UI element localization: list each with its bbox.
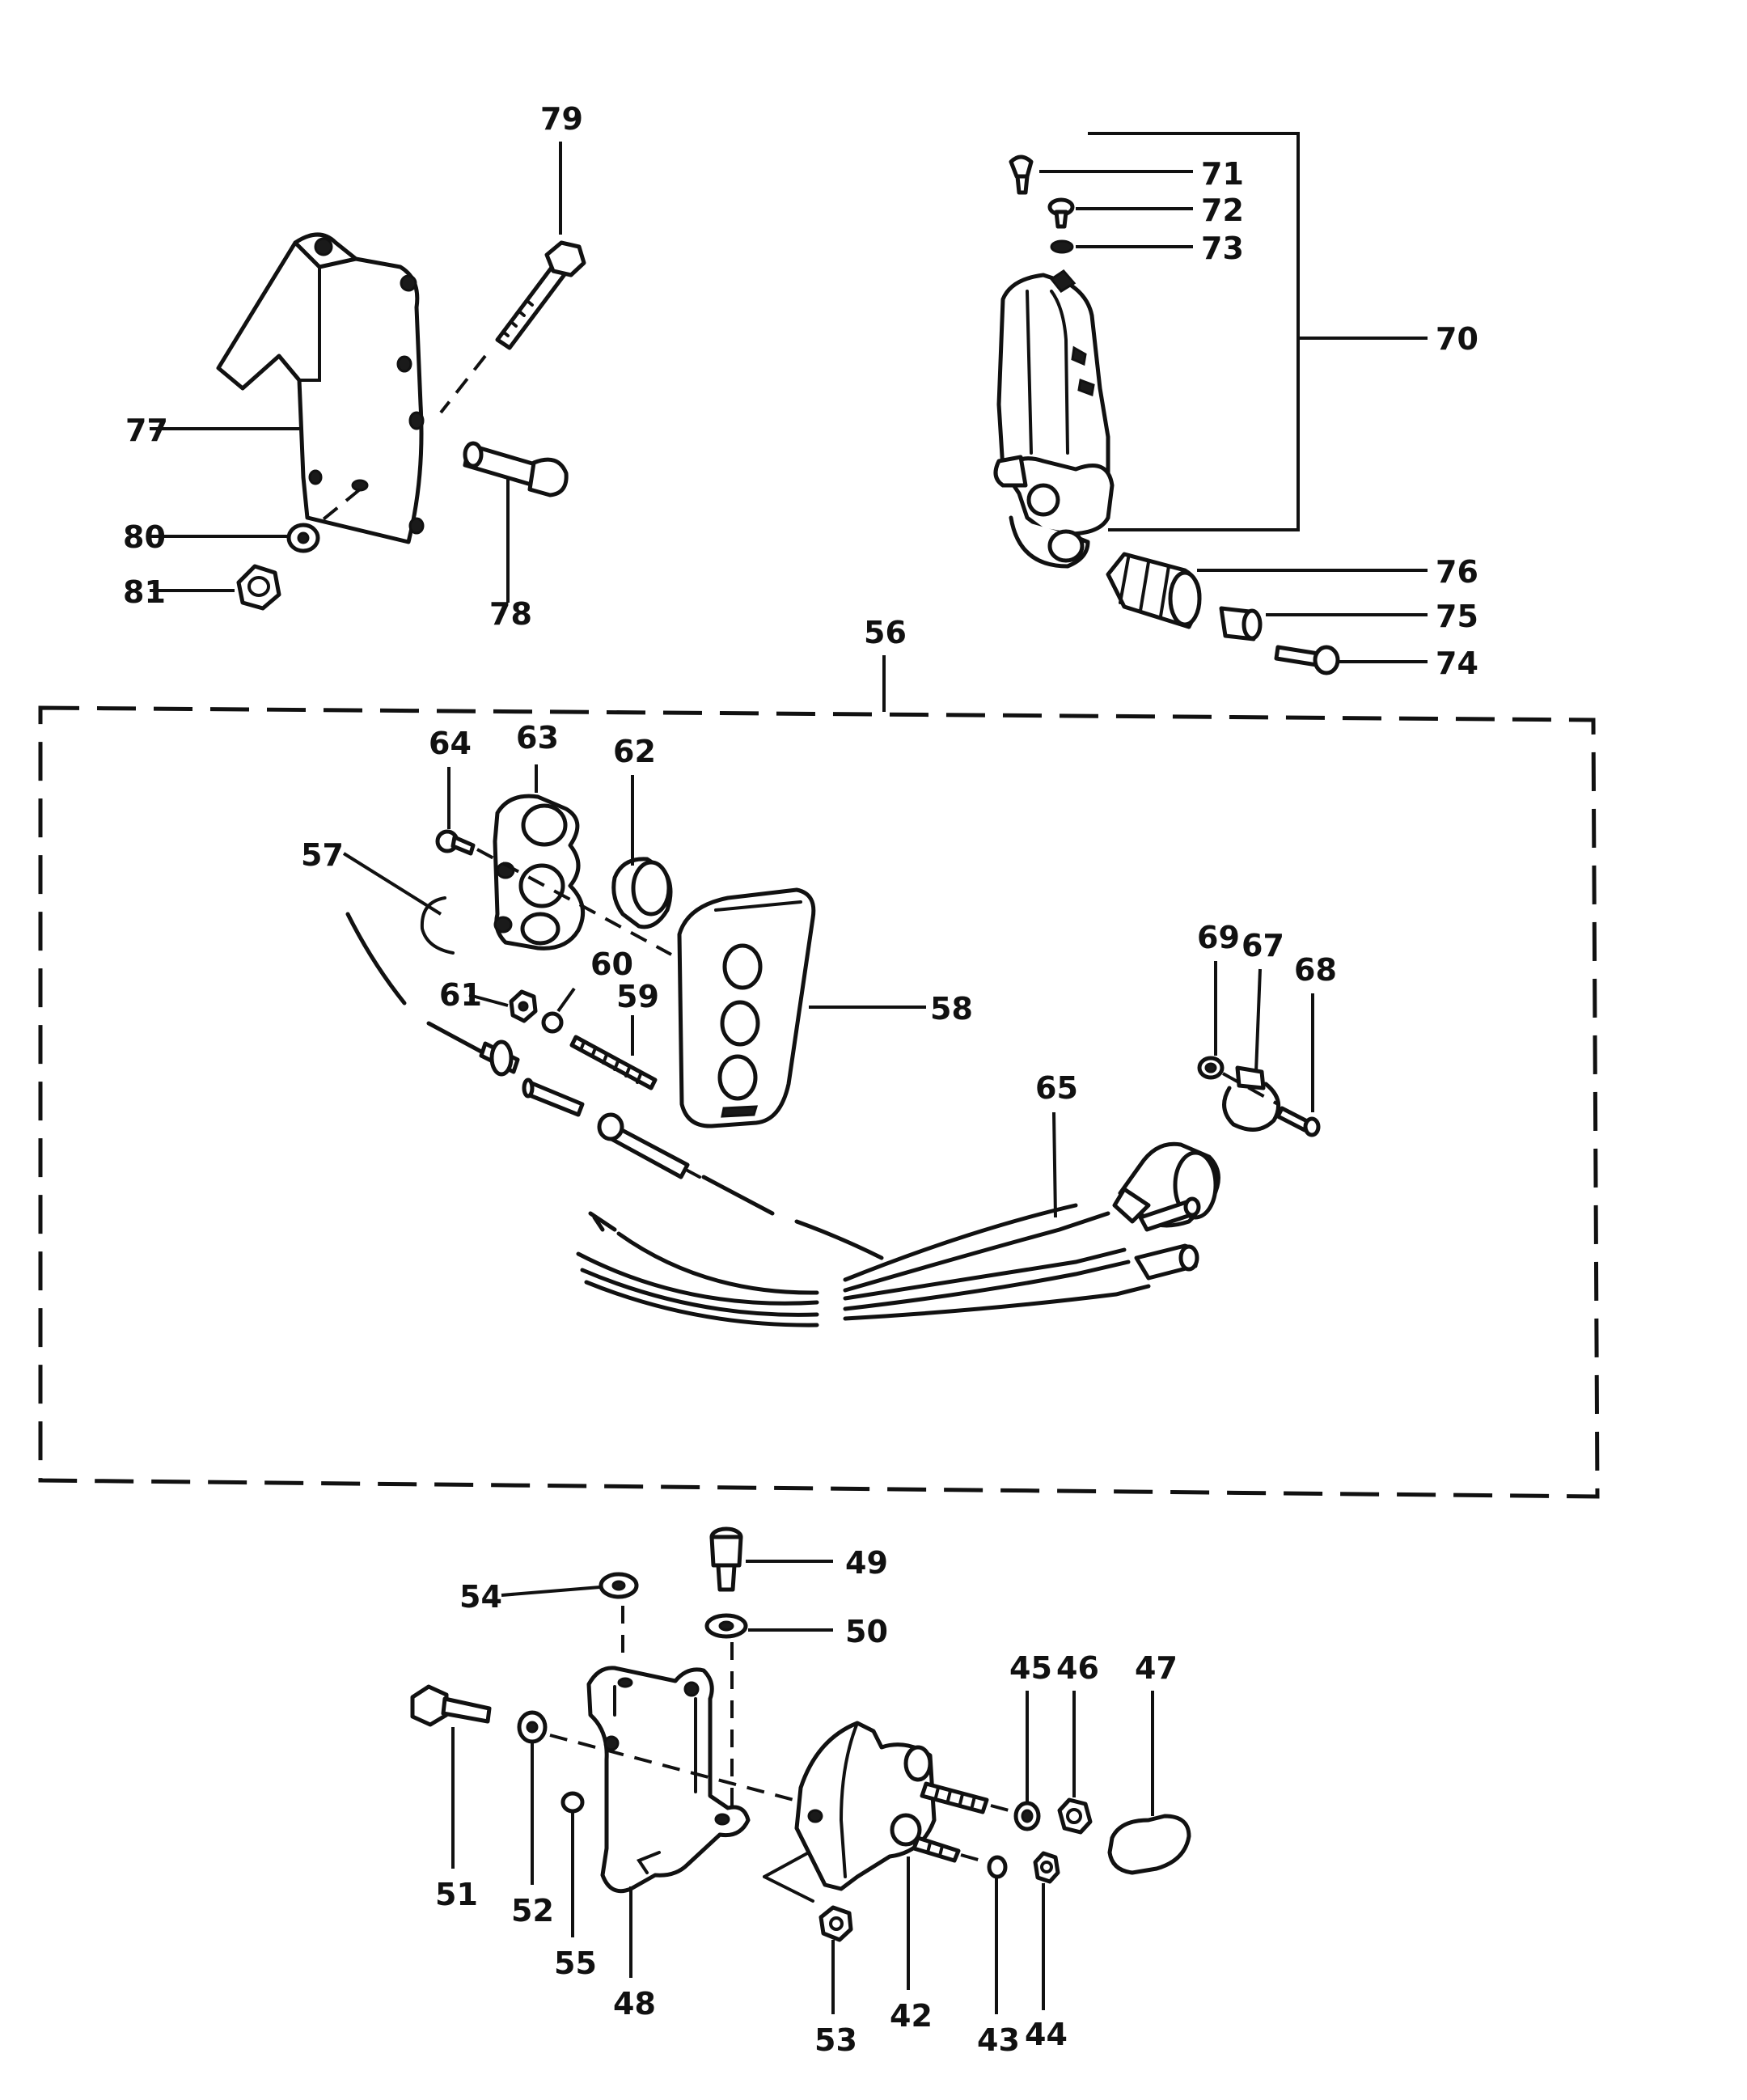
callout-59: 59 xyxy=(616,979,659,1014)
callout-79: 79 xyxy=(540,101,583,137)
nut-69 xyxy=(1197,1056,1225,1080)
callout-74: 74 xyxy=(1436,646,1478,681)
screw-49 xyxy=(709,1526,743,1592)
screw-71 xyxy=(1009,155,1034,195)
cable-left-lower xyxy=(426,1021,484,1054)
solenoid-bracket-48 xyxy=(586,1666,751,1894)
solenoid-mount-guide xyxy=(763,1851,814,1903)
wire-harness-65 xyxy=(576,1141,1220,1327)
grip-76 xyxy=(1106,552,1202,629)
terminal-path-lower xyxy=(960,1853,988,1864)
callout-80: 80 xyxy=(123,519,166,555)
callout-50: 50 xyxy=(845,1614,888,1649)
callout-81: 81 xyxy=(123,574,166,610)
washer-50 xyxy=(704,1613,748,1639)
screw-68-path xyxy=(1222,1072,1279,1106)
cable-center xyxy=(701,1175,884,1260)
washer-45 xyxy=(1013,1801,1041,1831)
screw-72 xyxy=(1047,197,1075,229)
clamp-67 xyxy=(1222,1065,1281,1132)
callout-67: 67 xyxy=(1242,928,1284,963)
solenoid-42 xyxy=(794,1721,989,1891)
screw-74 xyxy=(1274,645,1340,675)
callout-58: 58 xyxy=(930,991,973,1027)
cable-left-upper xyxy=(345,912,407,1006)
callout-52: 52 xyxy=(511,1893,554,1929)
tiller-handle-70 xyxy=(993,269,1115,569)
callout-51: 51 xyxy=(435,1877,478,1912)
bolt-79 xyxy=(495,240,586,350)
callout-61: 61 xyxy=(439,977,482,1013)
callout-53: 53 xyxy=(814,2022,857,2058)
washer-52 xyxy=(517,1710,548,1744)
nut-46 xyxy=(1057,1797,1093,1835)
button-62 xyxy=(611,857,673,929)
callout-70: 70 xyxy=(1436,321,1478,357)
callout-63: 63 xyxy=(516,720,559,756)
callout-54: 54 xyxy=(459,1579,502,1615)
screw-64 xyxy=(435,829,476,856)
bolt-51 xyxy=(410,1684,492,1727)
nut-path-80 xyxy=(314,488,362,527)
nut-81 xyxy=(236,564,281,611)
boot-47 xyxy=(1107,1814,1191,1875)
bolt-79-path xyxy=(439,354,487,414)
callout-64: 64 xyxy=(429,726,472,761)
group-box-56 xyxy=(38,705,1600,1499)
mounting-bracket-77 xyxy=(216,232,425,544)
bolt-51-path xyxy=(549,1734,810,1806)
nut-53 xyxy=(819,1905,853,1942)
callout-78: 78 xyxy=(489,596,532,632)
callout-49: 49 xyxy=(845,1545,888,1581)
terminal-path-upper xyxy=(990,1804,1016,1814)
washer-60 xyxy=(541,1011,564,1034)
callout-72: 72 xyxy=(1201,193,1244,228)
callout-73: 73 xyxy=(1201,231,1244,266)
switch-housing-63 xyxy=(493,794,586,951)
callout-71: 71 xyxy=(1201,156,1244,192)
pin-78 xyxy=(463,441,569,497)
washer-73 xyxy=(1050,239,1074,254)
callout-48: 48 xyxy=(613,1986,656,2022)
callout-42: 42 xyxy=(890,1998,933,2034)
cable-end-terminal xyxy=(479,1039,585,1117)
threaded-rod-59 xyxy=(569,1035,658,1090)
leader-lines xyxy=(150,142,1428,2014)
callout-69: 69 xyxy=(1197,920,1240,955)
callout-55: 55 xyxy=(554,1945,597,1981)
callout-75: 75 xyxy=(1436,599,1478,634)
callout-labels: 79 77 78 80 81 71 72 73 70 76 75 74 56 6… xyxy=(123,101,1478,2058)
callout-46: 46 xyxy=(1056,1650,1099,1686)
screw-68 xyxy=(1275,1106,1321,1137)
callout-56: 56 xyxy=(864,615,907,650)
connector-sleeve xyxy=(597,1112,701,1179)
callout-62: 62 xyxy=(613,734,656,769)
spacer-75 xyxy=(1219,606,1263,641)
callout-76: 76 xyxy=(1436,554,1478,590)
callout-68: 68 xyxy=(1294,952,1337,988)
callout-57: 57 xyxy=(301,837,344,873)
washer-80 xyxy=(286,523,320,553)
callout-47: 47 xyxy=(1135,1650,1178,1686)
control-case-58 xyxy=(677,887,816,1128)
screw-64-path xyxy=(476,848,672,956)
callout-77: 77 xyxy=(125,413,168,448)
callout-44: 44 xyxy=(1025,2017,1068,2052)
callout-45: 45 xyxy=(1009,1650,1052,1686)
nut-55 xyxy=(560,1791,585,1814)
nut-61 xyxy=(509,989,538,1023)
washer-43 xyxy=(987,1855,1008,1879)
callout-65: 65 xyxy=(1035,1070,1078,1106)
washer-54 xyxy=(599,1572,639,1599)
group-bracket-70 xyxy=(1088,132,1300,531)
callout-43: 43 xyxy=(977,2022,1020,2058)
callout-60: 60 xyxy=(590,946,633,982)
retainer-57 xyxy=(420,896,455,955)
nut-44 xyxy=(1033,1851,1060,1884)
